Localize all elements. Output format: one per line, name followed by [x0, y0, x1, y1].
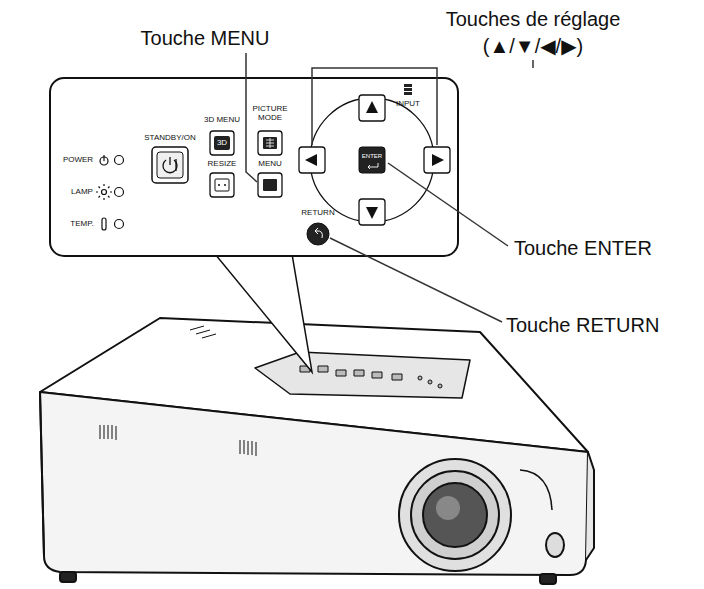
- callout-label: Touche MENU: [141, 27, 270, 49]
- button-label: PICTURE MODE: [250, 105, 290, 123]
- button-text: 3D: [217, 139, 227, 148]
- callout-label: Touches de réglage: [446, 8, 621, 30]
- callout-label: Touche RETURN: [506, 314, 659, 336]
- button-label: RETURN: [301, 209, 334, 218]
- button-label: 3D MENU: [204, 116, 240, 125]
- leader-lines: [246, 53, 533, 322]
- callout-pointer: [215, 254, 312, 372]
- control-panel: [50, 78, 458, 256]
- button-label: MENU: [258, 160, 282, 169]
- button-text: ENTER: [362, 153, 382, 160]
- button-label: RESIZE: [208, 160, 237, 169]
- indicator-label: POWER: [63, 156, 93, 165]
- indicator-label: TEMP.: [70, 220, 93, 229]
- callout-label: (▲/▼/◀/▶): [483, 35, 583, 57]
- projector-body: [40, 318, 594, 584]
- button-label: INPUT: [396, 100, 420, 109]
- indicator-label: LAMP: [71, 188, 93, 197]
- button-label: STANDBY/ON: [144, 134, 195, 143]
- callout-label: Touche ENTER: [514, 237, 652, 259]
